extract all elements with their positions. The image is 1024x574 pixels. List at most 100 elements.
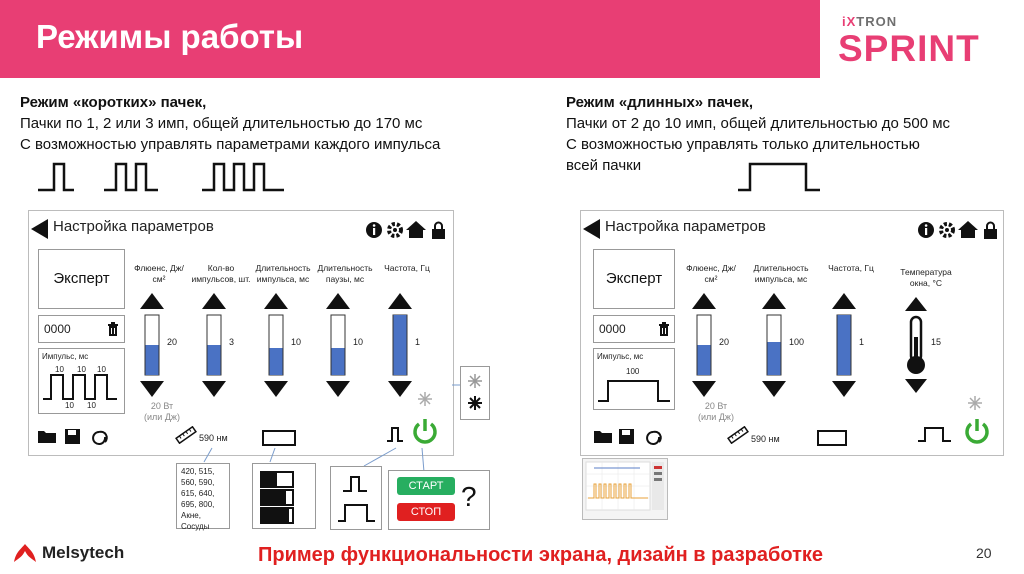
slider-fill	[331, 348, 345, 375]
refresh-icon[interactable]	[92, 430, 108, 445]
decrease-arrow[interactable]	[140, 381, 164, 397]
ruler-icon[interactable]	[727, 426, 749, 444]
increase-arrow[interactable]	[692, 293, 716, 309]
pulse-mode-popup	[330, 466, 382, 530]
temp-up-arrow[interactable]	[905, 297, 927, 311]
long-pulse-diagram	[598, 380, 670, 402]
save-icon[interactable]	[619, 429, 634, 444]
wavelength-list-item[interactable]: Сосуды	[181, 522, 210, 531]
gear-icon[interactable]	[939, 222, 955, 238]
pulse-value-2: 10	[77, 365, 86, 374]
save-icon[interactable]	[65, 429, 80, 444]
temperature-control	[905, 297, 927, 393]
pulse-value: 100	[626, 367, 640, 376]
wavelength-list-item[interactable]: Акне,	[181, 511, 201, 520]
lock-icon[interactable]	[432, 221, 445, 240]
impulse-diagram-box[interactable]: Импульс, мс 10 10 10 10 10	[38, 348, 125, 414]
power-icon[interactable]	[411, 417, 439, 445]
increase-arrow[interactable]	[388, 293, 412, 309]
expert-button[interactable]: Эксперт	[38, 249, 125, 309]
impulse-diagram-box[interactable]: Импульс, мс 100	[593, 348, 675, 410]
temperature-value: 15	[931, 337, 942, 347]
wavelength-list-item[interactable]: 560, 590,	[181, 478, 215, 487]
long-pulse-mode-icon[interactable]	[917, 424, 953, 444]
increase-arrow[interactable]	[264, 293, 288, 309]
short-pulse-option-icon[interactable]	[341, 471, 371, 495]
company-name: Melsytech	[42, 543, 125, 562]
snowflake-outline-icon[interactable]	[467, 373, 483, 389]
info-icon[interactable]	[918, 222, 934, 238]
increase-arrow[interactable]	[140, 293, 164, 309]
param-value: 1	[415, 337, 421, 347]
back-arrow-icon[interactable]	[583, 219, 601, 239]
folder-icon[interactable]	[594, 431, 612, 443]
single-pulse-mode-icon[interactable]	[387, 424, 405, 444]
wavelength-list-item[interactable]: 695, 800,	[181, 500, 215, 509]
wavelength-list-item[interactable]: 420, 515,	[181, 467, 215, 476]
decrease-arrow[interactable]	[326, 381, 350, 397]
expert-button[interactable]: Эксперт	[593, 249, 675, 309]
refresh-icon[interactable]	[646, 430, 662, 445]
gear-icon[interactable]	[387, 222, 403, 238]
increase-arrow[interactable]	[202, 293, 226, 309]
increase-arrow[interactable]	[326, 293, 350, 309]
decrease-arrow[interactable]	[832, 381, 856, 397]
trash-icon[interactable]	[658, 321, 670, 336]
folder-icon[interactable]	[38, 431, 56, 443]
code-input[interactable]: 0000	[38, 315, 125, 343]
param-slider	[762, 293, 786, 397]
wavelength-value[interactable]: 590 нм	[199, 433, 228, 443]
info-icon[interactable]	[366, 222, 382, 238]
decrease-arrow[interactable]	[388, 381, 412, 397]
temp-down-arrow[interactable]	[905, 379, 927, 393]
param-slider	[264, 293, 288, 397]
power-icon[interactable]	[963, 417, 991, 445]
decrease-arrow[interactable]	[264, 381, 288, 397]
help-question-mark[interactable]: ?	[461, 481, 477, 512]
home-icon[interactable]	[406, 221, 426, 238]
mode-option-2[interactable]	[260, 489, 294, 506]
back-arrow-icon[interactable]	[31, 219, 49, 239]
stop-button[interactable]: СТОП	[397, 503, 455, 521]
mode-selector-popup	[252, 463, 316, 529]
param-label: Длительность импульса, мс	[753, 263, 809, 284]
mode-option-3[interactable]	[260, 507, 294, 524]
right-description: Режим «длинных» пачек, Пачки от 2 до 10 …	[566, 92, 1024, 176]
snowflake-active-icon[interactable]	[467, 395, 483, 411]
increase-arrow[interactable]	[832, 293, 856, 309]
mode-option-1[interactable]	[260, 471, 294, 488]
home-icon[interactable]	[958, 221, 978, 238]
ruler-icon[interactable]	[175, 426, 197, 444]
left-heading: Режим «коротких» пачек,	[20, 94, 207, 111]
header-icons	[366, 221, 445, 240]
temperature-label: Температура окна, °С	[900, 267, 952, 288]
param-label: Флюенс, Дж/см²	[686, 263, 736, 284]
start-button[interactable]: СТАРТ	[397, 477, 455, 495]
wavelength-value[interactable]: 590 нм	[751, 434, 780, 444]
decrease-arrow[interactable]	[762, 381, 786, 397]
code-input[interactable]: 0000	[593, 315, 675, 343]
right-line-1: Пачки от 2 до 10 имп, общей длительность…	[566, 115, 951, 132]
param-slider	[692, 293, 716, 397]
slider-fill	[393, 315, 407, 375]
mode-indicator-button[interactable]	[817, 430, 847, 446]
decrease-arrow[interactable]	[692, 381, 716, 397]
param-value: 10	[291, 337, 302, 347]
left-line-1: Пачки по 1, 2 или 3 имп, общей длительно…	[20, 115, 423, 132]
snowflake-icon[interactable]	[417, 391, 433, 407]
trash-icon[interactable]	[107, 321, 119, 336]
long-pulse-option-icon[interactable]	[337, 499, 377, 525]
decrease-arrow[interactable]	[202, 381, 226, 397]
param-value: 100	[789, 337, 805, 347]
mode-indicator-button[interactable]	[262, 430, 296, 446]
snowflake-icon[interactable]	[967, 395, 983, 411]
lock-icon[interactable]	[984, 221, 997, 240]
pause-value-1: 10	[65, 401, 74, 410]
increase-arrow[interactable]	[762, 293, 786, 309]
wavelength-list-item[interactable]: 615, 640,	[181, 489, 215, 498]
